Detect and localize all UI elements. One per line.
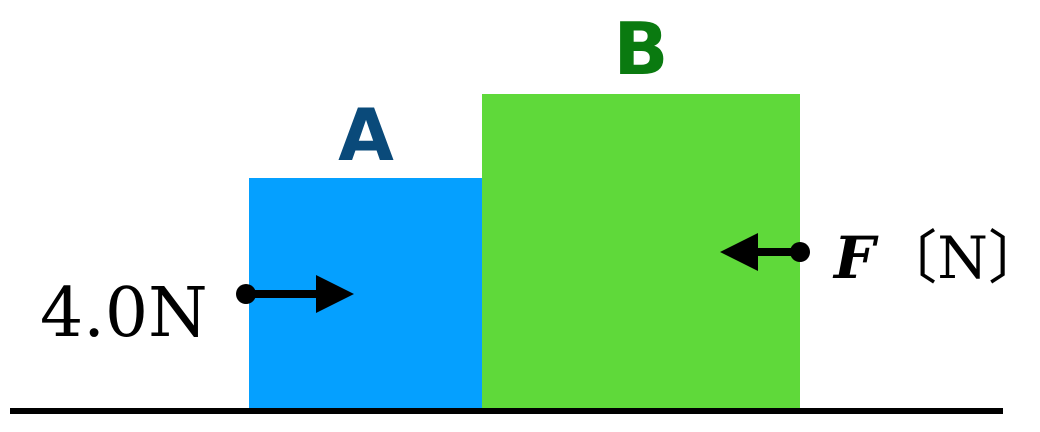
left-force-label: 4.0N [40,274,208,353]
right-force-arrowhead [720,233,758,271]
right-force-label: F〔N〕 [832,224,1040,292]
left-force-arrowhead [316,275,354,313]
right-force-arrow [720,233,810,271]
block-b-label: B [614,7,669,91]
block-a-label: A [338,93,394,177]
force-symbol: F [832,224,879,292]
left-force-arrow [236,275,354,313]
force-unit: 〔N〕 [879,224,1040,292]
